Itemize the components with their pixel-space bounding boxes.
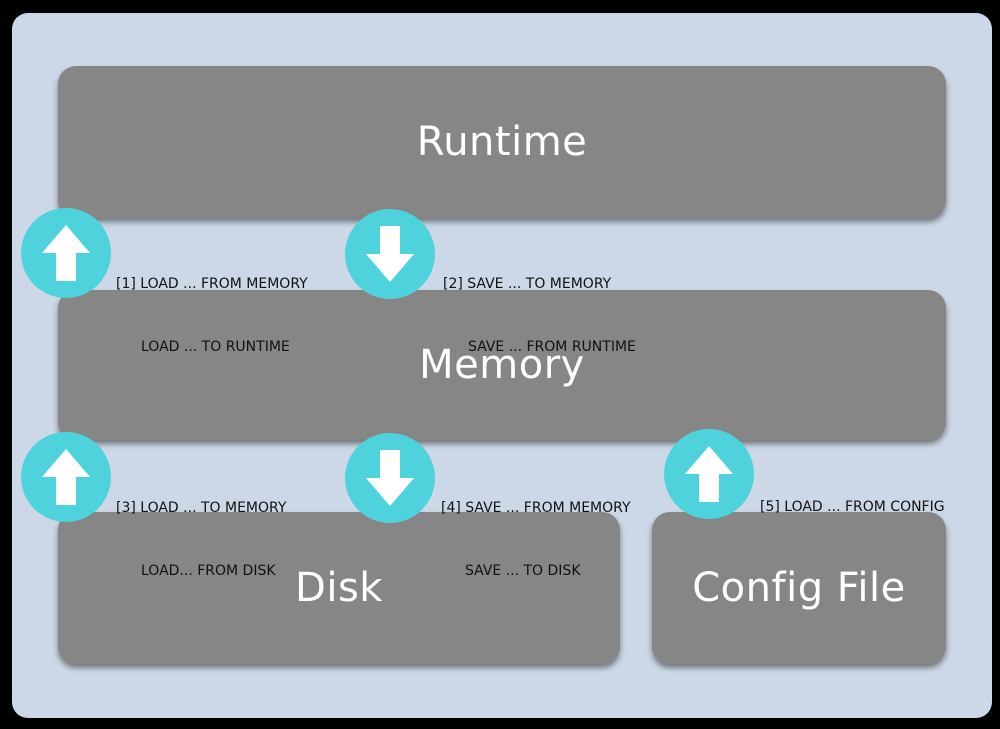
runtime-block: Runtime	[58, 66, 946, 218]
step4-label: [4] SAVE ... FROM MEMORY SAVE ... TO DIS…	[441, 456, 631, 603]
disk-block: Disk	[58, 512, 620, 664]
step5-line1: [5] LOAD ... FROM CONFIG	[760, 499, 945, 515]
step2-arrow-circle	[345, 209, 435, 299]
step3-line1: [3] LOAD ... TO MEMORY	[116, 500, 287, 516]
step2-label: [2] SAVE ... TO MEMORY SAVE ... FROM RUN…	[443, 232, 636, 379]
step4-line2: SAVE ... TO DISK	[465, 563, 581, 579]
config-file-label: Config File	[692, 565, 906, 611]
step4-arrow-circle	[345, 433, 435, 523]
step1-line2: LOAD ... TO RUNTIME	[141, 339, 290, 355]
config-file-block: Config File	[652, 512, 946, 664]
step5-arrow-circle	[664, 429, 754, 519]
step5-label: [5] LOAD ... FROM CONFIG	[760, 455, 945, 539]
runtime-label: Runtime	[416, 119, 588, 165]
step2-line2: SAVE ... FROM RUNTIME	[468, 339, 636, 355]
memory-block: Memory	[58, 290, 946, 440]
arrow-up-icon	[42, 225, 90, 281]
disk-label: Disk	[295, 565, 383, 611]
step3-arrow-circle	[21, 432, 111, 522]
step1-arrow-circle	[21, 208, 111, 298]
step1-line1: [1] LOAD ... FROM MEMORY	[116, 276, 308, 292]
arrow-up-icon	[685, 446, 733, 502]
step3-line2: LOAD... FROM DISK	[141, 563, 276, 579]
arrow-up-icon	[42, 449, 90, 505]
step4-line1: [4] SAVE ... FROM MEMORY	[441, 500, 631, 516]
step1-label: [1] LOAD ... FROM MEMORY LOAD ... TO RUN…	[116, 232, 308, 379]
arrow-down-icon	[366, 226, 414, 282]
step2-line1: [2] SAVE ... TO MEMORY	[443, 276, 612, 292]
step3-label: [3] LOAD ... TO MEMORY LOAD... FROM DISK	[116, 456, 286, 603]
arrow-down-icon	[366, 450, 414, 506]
memory-label: Memory	[419, 342, 585, 388]
